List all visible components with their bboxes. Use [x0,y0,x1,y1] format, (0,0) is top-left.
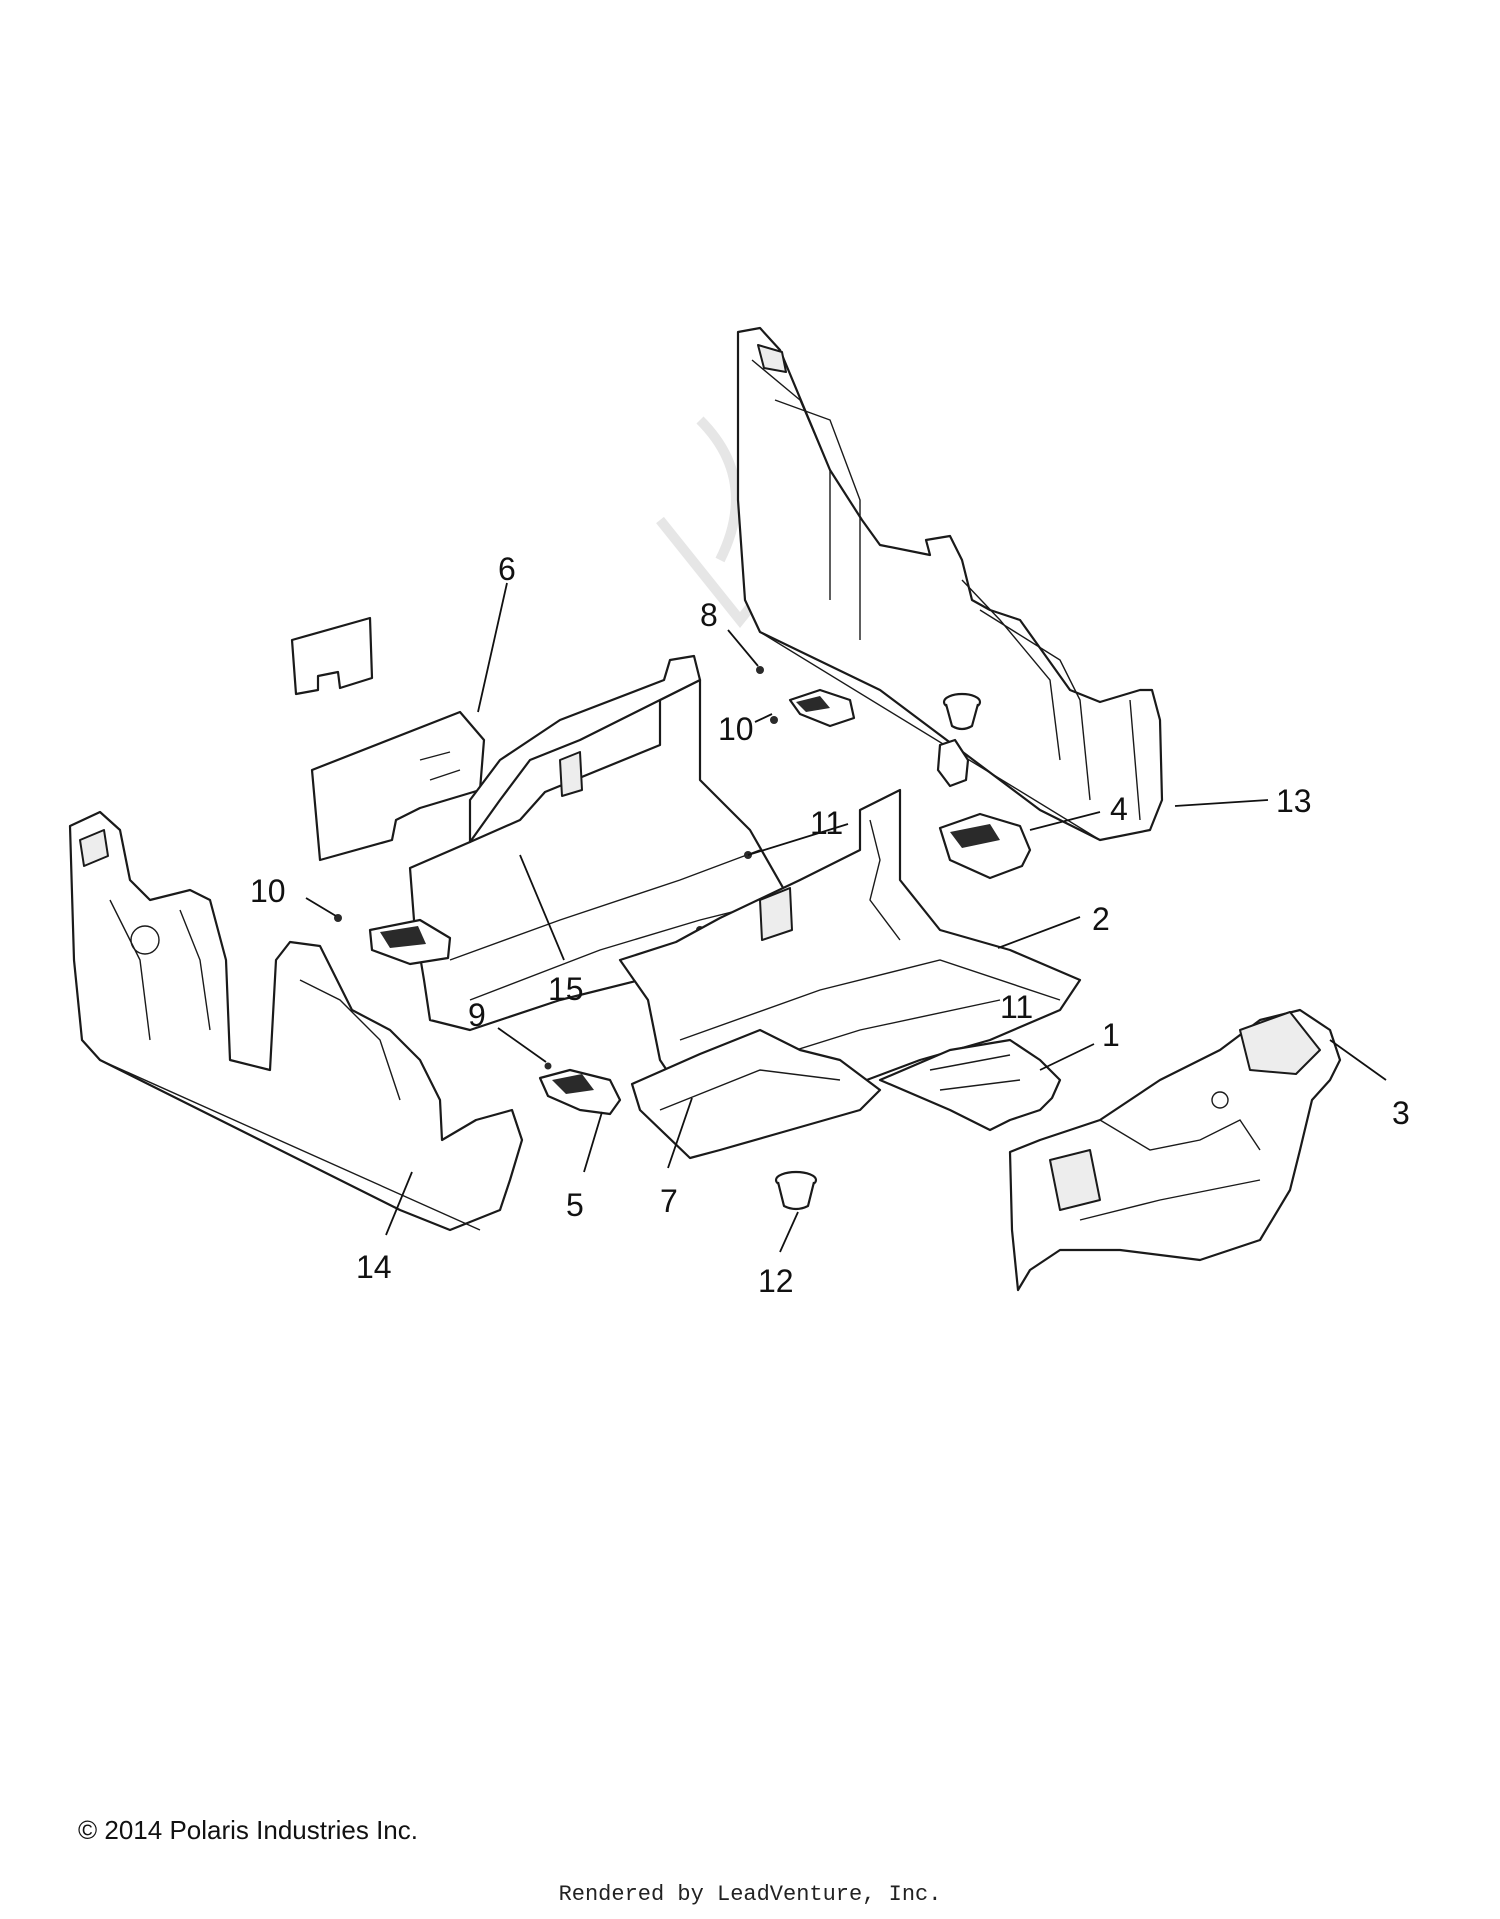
leader-14 [385,1171,413,1236]
part-6-insulation-pad [290,616,486,862]
callout-5: 5 [566,1187,584,1223]
leader-12 [779,1211,799,1253]
leader-9 [497,1027,547,1063]
callout-3: 3 [1392,1095,1410,1131]
callout-9: 9 [468,997,486,1033]
leader-2 [997,916,1081,949]
part-4-footrest [788,688,1032,880]
callout-11b: 11 [1000,989,1033,1025]
leader-5 [583,1111,603,1173]
rendered-by-credit: Rendered by LeadVenture, Inc. [558,1882,942,1907]
part-3-front-footwell [1008,1008,1342,1292]
part-14-left-side-panel [68,810,524,1232]
part-13-rear-side-panel [736,326,1164,842]
leader-15 [519,854,565,961]
leader-10b [305,897,337,917]
copyright-notice: © 2014 Polaris Industries Inc. [78,1815,418,1845]
callout-12: 12 [758,1263,794,1299]
leader-8 [727,629,759,667]
callout-7: 7 [660,1183,678,1219]
callout-2: 2 [1092,901,1110,937]
leader-6 [477,582,508,713]
leader-3 [1329,1039,1387,1081]
leader-10a [754,713,773,723]
part-9-fastener [544,1062,552,1070]
leader-11a [747,823,849,856]
callout-15: 15 [548,971,584,1007]
part-12-cup-holder [774,692,982,1211]
callout-6: 6 [498,551,516,587]
callout-10b: 10 [250,873,286,909]
callout-10a: 10 [718,711,754,747]
callout-1: 1 [1102,1017,1120,1053]
part-8-fastener [756,666,764,674]
part-7-floor-pan [630,1028,882,1160]
leader-4 [1029,811,1101,831]
part-5-footrest [368,918,622,1116]
leader-1 [1039,1043,1095,1071]
part-1-floor-cover [878,1038,1062,1132]
leader-7 [667,1097,693,1169]
callout-14: 14 [356,1249,392,1285]
callout-4: 4 [1110,791,1128,827]
callout-13: 13 [1276,783,1312,819]
leader-13 [1174,799,1269,807]
callout-8: 8 [700,597,718,633]
callout-11a: 11 [810,805,843,841]
